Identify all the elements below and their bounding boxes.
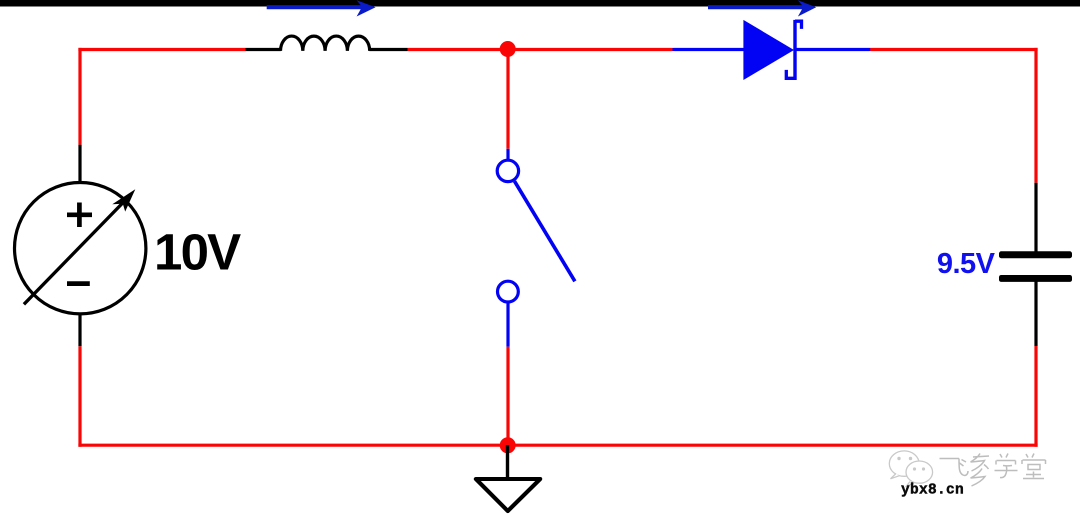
svg-text:9.5V: 9.5V: [937, 248, 996, 280]
svg-text:ybx8.cn: ybx8.cn: [901, 483, 964, 499]
svg-text:10V: 10V: [154, 224, 241, 281]
